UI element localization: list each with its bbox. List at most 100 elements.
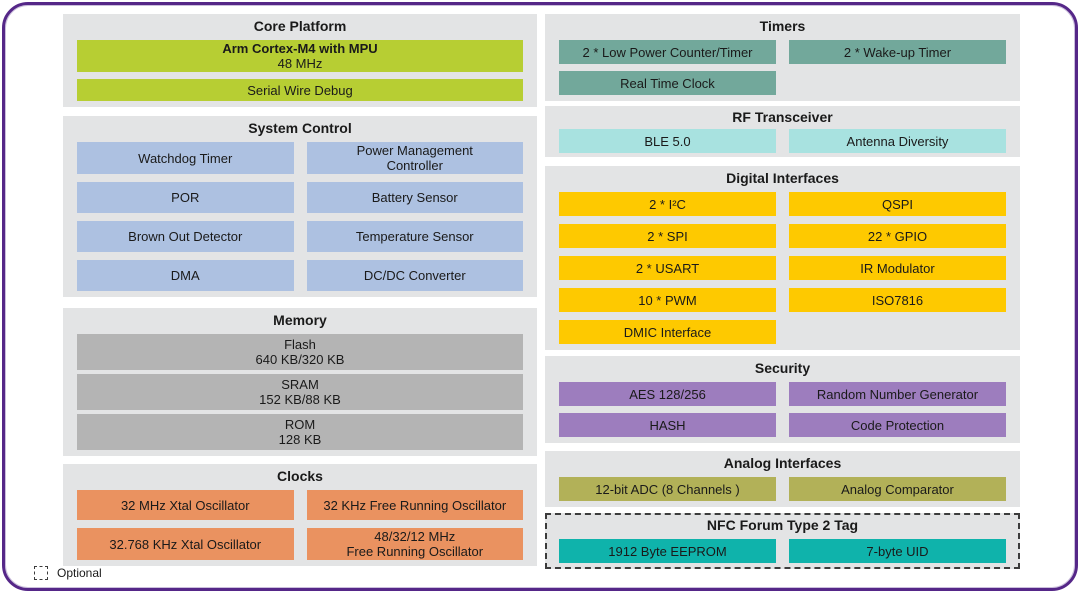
block-line: 1912 Byte EEPROM (608, 543, 727, 559)
section-title-system-control: System Control (248, 120, 352, 136)
system-control-blocks: Watchdog Timer Power Management Controll… (77, 142, 523, 291)
section-title-nfc: NFC Forum Type 2 Tag (706, 517, 859, 533)
block-adc: 12-bit ADC (8 Channels ) (559, 477, 776, 501)
block-uid: 7-byte UID (789, 539, 1006, 563)
block-code-protection: Code Protection (789, 413, 1006, 437)
section-timers: Timers 2 * Low Power Counter/Timer 2 * W… (545, 14, 1020, 101)
block-dma: DMA (77, 260, 294, 291)
legend: Optional (34, 566, 102, 580)
block-line: 10 * PWM (638, 292, 697, 308)
block-analog-comparator: Analog Comparator (789, 477, 1006, 501)
block-low-power-counter-timer: 2 * Low Power Counter/Timer (559, 40, 776, 64)
section-analog-interfaces: Analog Interfaces 12-bit ADC (8 Channels… (545, 451, 1020, 507)
block-line: 22 * GPIO (867, 228, 928, 244)
block-line: Watchdog Timer (138, 150, 233, 166)
block-line: Power Management (356, 143, 473, 158)
timers-empty-cell (789, 71, 1006, 95)
timers-blocks: 2 * Low Power Counter/Timer 2 * Wake-up … (559, 40, 1006, 95)
memory-blocks: Flash 640 KB/320 KB SRAM 152 KB/88 KB RO… (77, 334, 523, 450)
section-core-platform: Core Platform Arm Cortex-M4 with MPU 48 … (63, 14, 537, 107)
left-column: Core Platform Arm Cortex-M4 with MPU 48 … (63, 14, 537, 566)
block-line: Brown Out Detector (128, 229, 243, 244)
block-line: SRAM (281, 377, 319, 392)
block-temperature-sensor: Temperature Sensor (306, 221, 523, 252)
block-line: ISO7816 (871, 292, 924, 308)
block-line: QSPI (881, 196, 914, 212)
block-line: Controller (386, 158, 443, 173)
section-rf-transceiver: RF Transceiver BLE 5.0 Antenna Diversity (545, 106, 1020, 157)
block-32mhz-xtal-oscillator: 32 MHz Xtal Oscillator (77, 490, 294, 520)
block-eeprom: 1912 Byte EEPROM (559, 539, 776, 563)
block-serial-wire-debug: Serial Wire Debug (77, 79, 523, 101)
block-random-number-generator: Random Number Generator (789, 382, 1006, 406)
block-rom: ROM 128 KB (77, 414, 523, 450)
block-line: Free Running Oscillator (346, 544, 484, 559)
block-iso7816: ISO7816 (789, 288, 1006, 312)
block-pwm: 10 * PWM (559, 288, 776, 312)
section-system-control: System Control Watchdog Timer Power Mana… (63, 116, 537, 297)
block-ir-modulator: IR Modulator (789, 256, 1006, 280)
block-arm-cortex-m4: Arm Cortex-M4 with MPU 48 MHz (77, 40, 523, 72)
block-i2c: 2 * I²C (559, 192, 776, 216)
block-ble-5-0: BLE 5.0 (559, 129, 776, 153)
block-gpio: 22 * GPIO (789, 224, 1006, 248)
block-32768khz-xtal-oscillator: 32.768 KHz Xtal Oscillator (77, 528, 294, 560)
block-dcdc-converter: DC/DC Converter (306, 260, 523, 291)
block-line: 2 * Wake-up Timer (843, 44, 952, 60)
block-brown-out-detector: Brown Out Detector (77, 221, 294, 252)
block-line: Serial Wire Debug (247, 82, 353, 98)
block-line: Antenna Diversity (846, 133, 949, 149)
rf-transceiver-blocks: BLE 5.0 Antenna Diversity (559, 129, 1006, 153)
digital-interfaces-left: 2 * I²C 2 * SPI 2 * USART 10 * PWM DMIC … (559, 192, 776, 344)
section-nfc-forum-type2-tag: NFC Forum Type 2 Tag 1912 Byte EEPROM 7-… (545, 513, 1020, 569)
block-wake-up-timer: 2 * Wake-up Timer (789, 40, 1006, 64)
block-line: DC/DC Converter (363, 268, 466, 283)
block-line: 2 * I²C (649, 196, 686, 212)
block-aes: AES 128/256 (559, 382, 776, 406)
block-line: AES 128/256 (629, 386, 706, 402)
block-antenna-diversity: Antenna Diversity (789, 129, 1006, 153)
block-line: BLE 5.0 (644, 133, 691, 149)
section-title-analog-interfaces: Analog Interfaces (723, 455, 842, 471)
section-digital-interfaces: Digital Interfaces 2 * I²C 2 * SPI 2 * U… (545, 166, 1020, 350)
block-line: 7-byte UID (866, 543, 929, 559)
nfc-blocks: 1912 Byte EEPROM 7-byte UID (559, 539, 1006, 563)
section-title-clocks: Clocks (277, 468, 323, 484)
block-line: Random Number Generator (816, 386, 979, 402)
right-column: Timers 2 * Low Power Counter/Timer 2 * W… (545, 14, 1020, 569)
section-title-security: Security (754, 360, 811, 376)
block-line: POR (171, 190, 200, 205)
block-watchdog-timer: Watchdog Timer (77, 142, 294, 174)
block-flash: Flash 640 KB/320 KB (77, 334, 523, 370)
block-line: Flash (284, 337, 316, 352)
section-security: Security AES 128/256 Random Number Gener… (545, 356, 1020, 443)
block-sram: SRAM 152 KB/88 KB (77, 374, 523, 410)
block-line: Battery Sensor (371, 190, 458, 205)
block-line: 2 * Low Power Counter/Timer (582, 44, 753, 60)
block-line: 640 KB/320 KB (255, 352, 345, 367)
digital-interfaces-right: QSPI 22 * GPIO IR Modulator ISO7816 (789, 192, 1006, 344)
block-line: 32 KHz Free Running Oscillator (323, 497, 507, 513)
block-line: Analog Comparator (841, 481, 954, 497)
optional-dashed-box-icon (34, 566, 48, 580)
block-real-time-clock: Real Time Clock (559, 71, 776, 95)
block-power-management-controller: Power Management Controller (306, 142, 523, 174)
block-dmic-interface: DMIC Interface (559, 320, 776, 344)
block-line: 32 MHz Xtal Oscillator (120, 497, 250, 513)
block-32khz-free-running-oscillator: 32 KHz Free Running Oscillator (306, 490, 523, 520)
block-spi: 2 * SPI (559, 224, 776, 248)
block-qspi: QSPI (789, 192, 1006, 216)
block-battery-sensor: Battery Sensor (306, 182, 523, 213)
section-title-rf-transceiver: RF Transceiver (732, 109, 833, 125)
block-line: Arm Cortex-M4 with MPU (222, 41, 378, 56)
block-line: Code Protection (850, 417, 945, 433)
block-line: DMA (170, 268, 200, 283)
digital-interfaces-columns: 2 * I²C 2 * SPI 2 * USART 10 * PWM DMIC … (559, 192, 1006, 344)
block-line: 2 * USART (635, 260, 700, 276)
block-line: ROM (284, 417, 316, 432)
section-title-memory: Memory (273, 312, 327, 328)
block-por: POR (77, 182, 294, 213)
clocks-blocks: 32 MHz Xtal Oscillator 32 KHz Free Runni… (77, 490, 523, 560)
section-memory: Memory Flash 640 KB/320 KB SRAM 152 KB/8… (63, 308, 537, 456)
block-line: 128 KB (278, 432, 322, 447)
